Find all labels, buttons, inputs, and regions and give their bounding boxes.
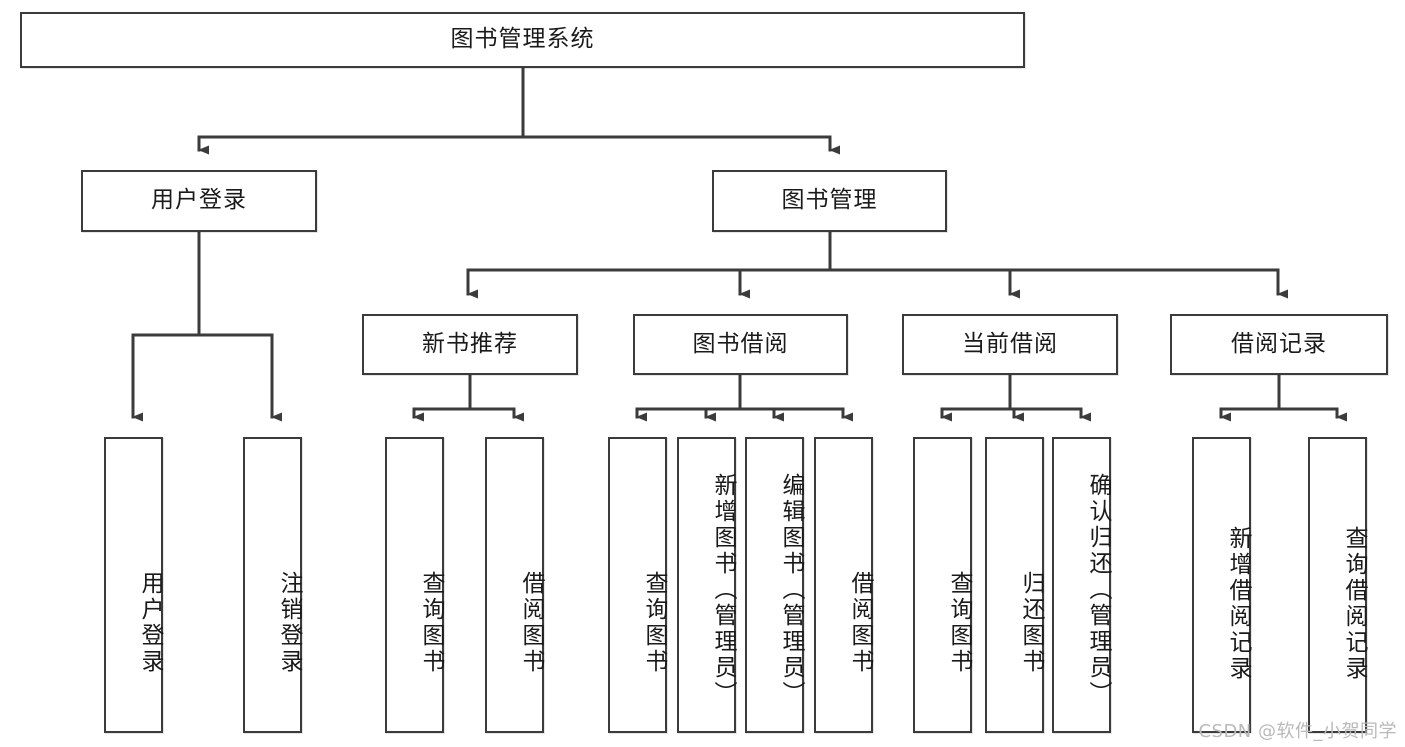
- node-leaf-borrow-book-1[interactable]: 借阅图书: [485, 437, 544, 733]
- node-leaf-query-book-3-label: 查询图书: [946, 571, 972, 675]
- node-leaf-borrow-book-1-label: 借阅图书: [518, 571, 544, 675]
- node-leaf-edit-book[interactable]: 编辑图书（管理员）: [745, 437, 804, 733]
- node-book-manage[interactable]: 图书管理: [712, 170, 947, 232]
- node-root-label: 图书管理系统: [450, 26, 595, 53]
- node-current-borrow[interactable]: 当前借阅: [902, 314, 1118, 375]
- node-user-login-label: 用户登录: [151, 187, 247, 214]
- node-leaf-edit-book-label: 编辑图书（管理员）: [778, 473, 804, 707]
- node-borrow-record[interactable]: 借阅记录: [1170, 314, 1388, 375]
- node-leaf-add-book[interactable]: 新增图书（管理员）: [677, 437, 736, 733]
- node-leaf-return-book-label: 归还图书: [1018, 571, 1044, 675]
- node-new-book-rec[interactable]: 新书推荐: [362, 314, 578, 375]
- node-leaf-user-login-label: 用户登录: [137, 571, 163, 675]
- node-book-borrow[interactable]: 图书借阅: [633, 314, 848, 375]
- node-leaf-logout-label: 注销登录: [276, 571, 302, 675]
- watermark-text: CSDN @软件_小贺同学: [1198, 721, 1397, 742]
- node-leaf-query-record-label: 查询借阅记录: [1341, 526, 1367, 682]
- node-book-manage-label: 图书管理: [781, 187, 878, 214]
- node-book-borrow-label: 图书借阅: [692, 330, 789, 357]
- node-leaf-logout[interactable]: 注销登录: [243, 437, 302, 733]
- node-leaf-return-book[interactable]: 归还图书: [985, 437, 1044, 733]
- node-leaf-borrow-book-2[interactable]: 借阅图书: [814, 437, 873, 733]
- node-leaf-add-record-label: 新增借阅记录: [1225, 526, 1251, 682]
- node-leaf-query-book-1[interactable]: 查询图书: [385, 437, 444, 733]
- node-leaf-add-book-label: 新增图书（管理员）: [710, 473, 736, 707]
- node-leaf-query-book-2-label: 查询图书: [641, 571, 667, 675]
- node-new-book-rec-label: 新书推荐: [422, 330, 518, 357]
- node-leaf-query-book-2[interactable]: 查询图书: [608, 437, 667, 733]
- node-leaf-query-book-1-label: 查询图书: [418, 571, 444, 675]
- node-leaf-query-book-3[interactable]: 查询图书: [913, 437, 972, 733]
- node-leaf-user-login[interactable]: 用户登录: [104, 437, 163, 733]
- node-leaf-query-record[interactable]: 查询借阅记录: [1308, 437, 1367, 733]
- node-root[interactable]: 图书管理系统: [20, 12, 1025, 68]
- node-current-borrow-label: 当前借阅: [962, 330, 1058, 357]
- node-leaf-add-record[interactable]: 新增借阅记录: [1192, 437, 1251, 733]
- node-user-login[interactable]: 用户登录: [81, 170, 317, 232]
- node-leaf-confirm-return-label: 确认归还（管理员）: [1085, 473, 1111, 707]
- node-borrow-record-label: 借阅记录: [1231, 330, 1327, 357]
- node-leaf-confirm-return[interactable]: 确认归还（管理员）: [1052, 437, 1111, 733]
- node-leaf-borrow-book-2-label: 借阅图书: [847, 571, 873, 675]
